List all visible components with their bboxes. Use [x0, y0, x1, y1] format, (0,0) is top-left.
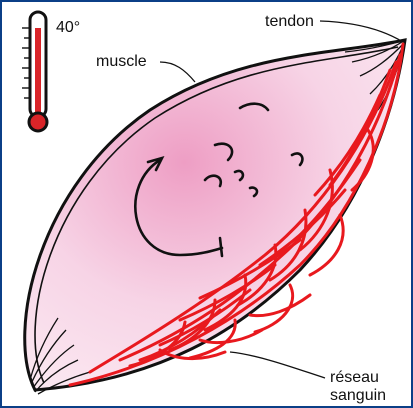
temperature-label: 40°: [56, 19, 80, 36]
vessel-leader-line: [230, 352, 325, 378]
tendon-label: tendon: [265, 13, 314, 30]
muscle-body: [25, 40, 405, 390]
muscle-label: muscle: [96, 53, 147, 70]
vessel-label-line1: réseau: [330, 369, 379, 386]
muscle-leader-line: [160, 62, 195, 82]
thermometer-icon: [22, 12, 47, 131]
tendon-leader-line: [320, 21, 403, 42]
vessel-label-line2: sanguin: [330, 387, 386, 404]
